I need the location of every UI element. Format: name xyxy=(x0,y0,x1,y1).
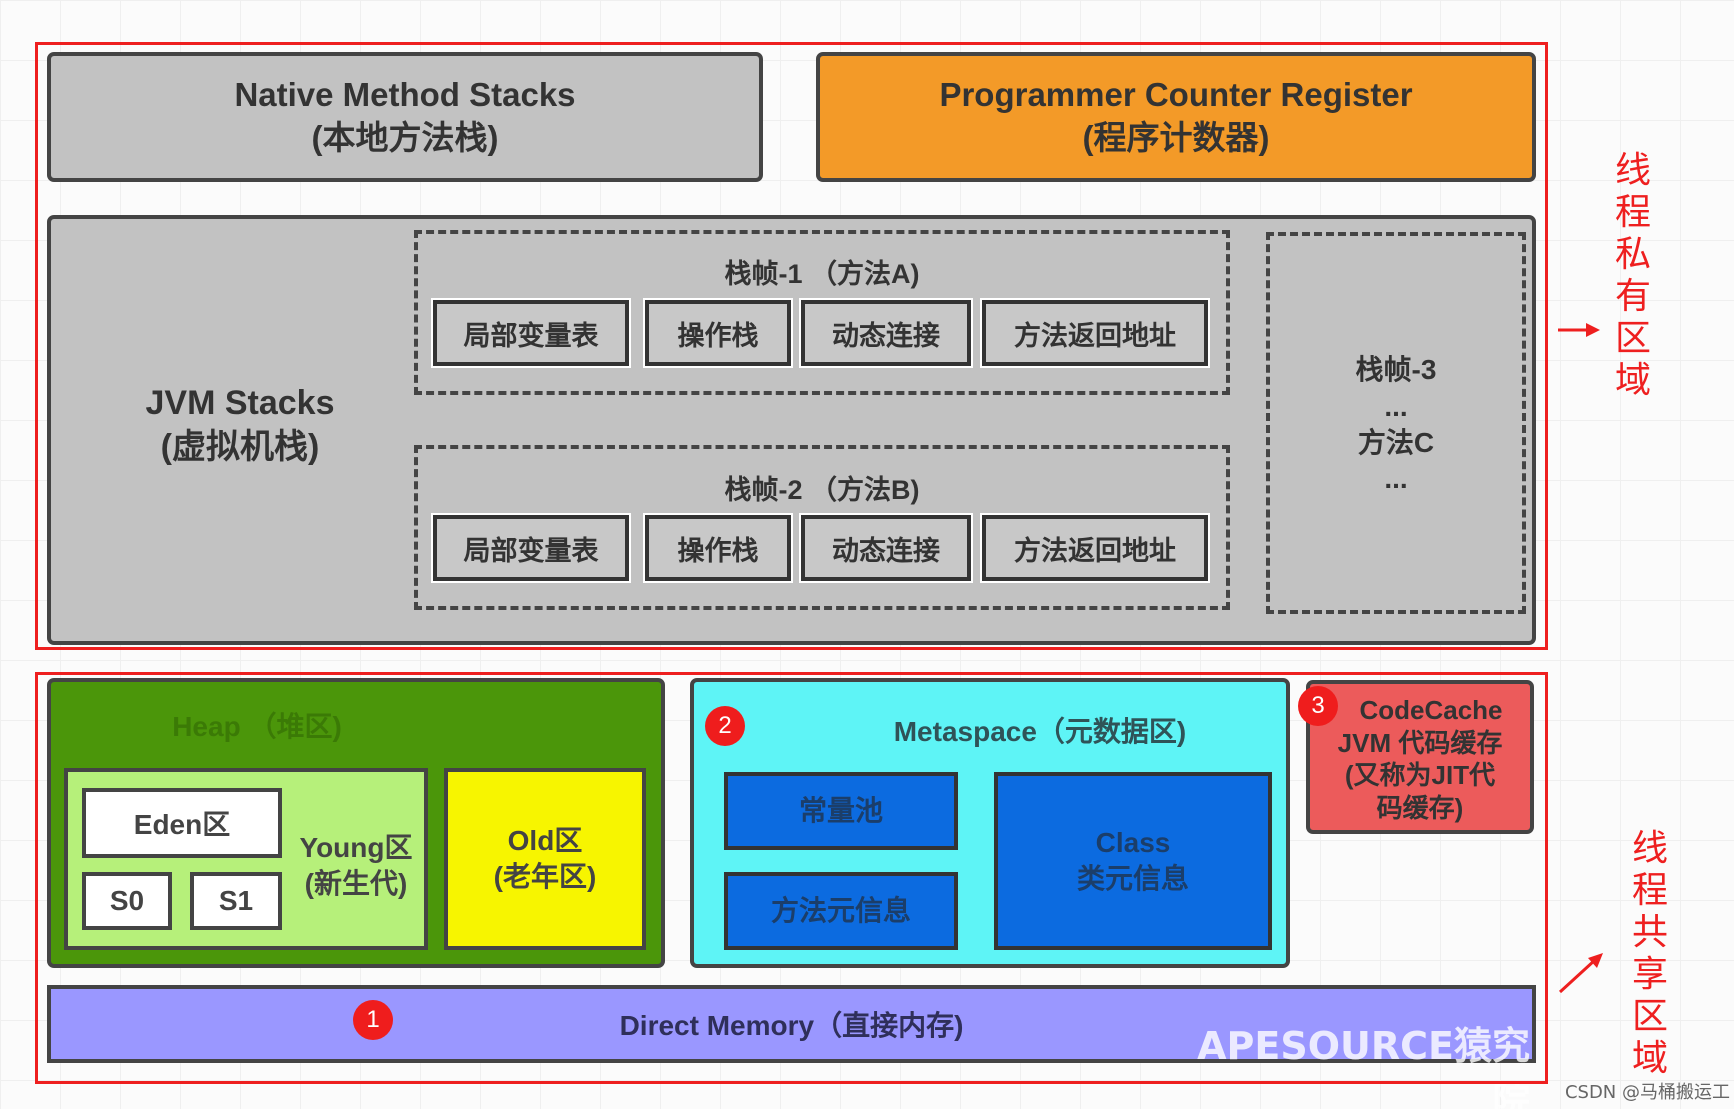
thread-shared-label: 线 程 共 享 区 域 xyxy=(1631,828,1668,1079)
eden-space: Eden区 xyxy=(82,788,282,858)
frame-2-dynamic-link: 动态连接 xyxy=(799,513,973,583)
method-metadata-block: 方法元信息 xyxy=(724,872,958,950)
jvm-stacks-subtitle: (虚拟机栈) xyxy=(160,428,320,466)
stack-frame-2-title: 栈帧-2 （方法B) xyxy=(724,475,920,505)
pc-register-block: Programmer Counter Register (程序计数器) xyxy=(816,52,1536,182)
stack-frame-3-label: 栈帧-3 ... 方法C ... xyxy=(1266,345,1526,505)
jvm-stacks-block xyxy=(47,215,1536,645)
pc-register-title: Programmer Counter Register xyxy=(939,76,1413,114)
frame-1-local-vars: 局部变量表 xyxy=(431,298,631,368)
old-generation-subtitle: (老年区) xyxy=(493,861,597,892)
young-generation-title: Young区 xyxy=(299,832,413,863)
survivor-s1: S1 xyxy=(190,872,282,930)
codecache-note-1: (又称为JIT代 xyxy=(1344,760,1496,790)
stack-frame-3-title: 栈帧-3 xyxy=(1355,354,1437,386)
metaspace-title: Metaspace（元数据区) xyxy=(893,716,1187,747)
frame-1-return-address: 方法返回地址 xyxy=(980,298,1210,368)
native-method-stacks-title: Native Method Stacks xyxy=(234,76,576,114)
stack-frame-1 xyxy=(414,230,1230,395)
stack-frame-3 xyxy=(1266,232,1526,614)
thread-private-region xyxy=(35,42,1548,650)
stack-frame-1-title: 栈帧-1 （方法A) xyxy=(724,259,920,289)
jvm-stacks-label: JVM Stacks (虚拟机栈) xyxy=(110,380,370,470)
frame-1-dynamic-link: 动态连接 xyxy=(799,298,973,368)
watermark-logo: APESOURCE猿究院 xyxy=(1197,1024,1530,1109)
stack-frame-3-ellipsis-top: ... xyxy=(1384,390,1408,422)
frame-1-operand-stack: 操作栈 xyxy=(643,298,793,368)
thread-private-label: 线 程 私 有 区 域 xyxy=(1614,150,1651,401)
class-metadata-block: Class 类元信息 xyxy=(994,772,1272,950)
number-badge-1: 1 xyxy=(353,1000,393,1040)
pc-register-subtitle: (程序计数器) xyxy=(1082,119,1270,156)
codecache-subtitle: JVM 代码缓存 xyxy=(1337,727,1503,758)
old-generation-block: Old区 (老年区) xyxy=(444,768,646,950)
native-method-stacks-subtitle: (本地方法栈) xyxy=(311,119,499,156)
thread-shared-region xyxy=(35,672,1548,1084)
jvm-stacks-title: JVM Stacks xyxy=(145,383,335,422)
codecache-title: CodeCache xyxy=(1359,695,1503,725)
number-badge-3: 3 xyxy=(1298,686,1338,726)
survivor-s0: S0 xyxy=(82,872,172,930)
stack-frame-3-ellipsis-bottom: ... xyxy=(1384,463,1408,495)
shared-arrow-icon xyxy=(1558,953,1603,994)
number-badge-2: 2 xyxy=(705,706,745,746)
frame-2-operand-stack: 操作栈 xyxy=(643,513,793,583)
codecache-block: CodeCache JVM 代码缓存 (又称为JIT代 码缓存) xyxy=(1306,680,1534,834)
frame-2-local-vars: 局部变量表 xyxy=(431,513,631,583)
direct-memory-block: Direct Memory（直接内存) xyxy=(47,985,1536,1063)
constant-pool-block: 常量池 xyxy=(724,772,958,850)
csdn-credit: CSDN @马桶搬运工 xyxy=(1564,1082,1730,1103)
class-metadata-title: Class xyxy=(1095,826,1171,858)
stack-frame-3-method: 方法C xyxy=(1357,427,1435,458)
old-generation-title: Old区 xyxy=(507,824,583,856)
heap-title: Heap （堆区) xyxy=(172,711,342,742)
private-arrow-icon xyxy=(1558,323,1600,337)
stack-frame-2 xyxy=(414,445,1230,610)
class-metadata-subtitle: 类元信息 xyxy=(1076,863,1189,894)
codecache-note-2: 码缓存) xyxy=(1376,792,1464,823)
native-method-stacks-block: Native Method Stacks (本地方法栈) xyxy=(47,52,763,182)
frame-2-return-address: 方法返回地址 xyxy=(980,513,1210,583)
young-generation-subtitle: (新生代) xyxy=(304,868,408,900)
young-generation-label: Young区 (新生代) xyxy=(290,830,422,903)
